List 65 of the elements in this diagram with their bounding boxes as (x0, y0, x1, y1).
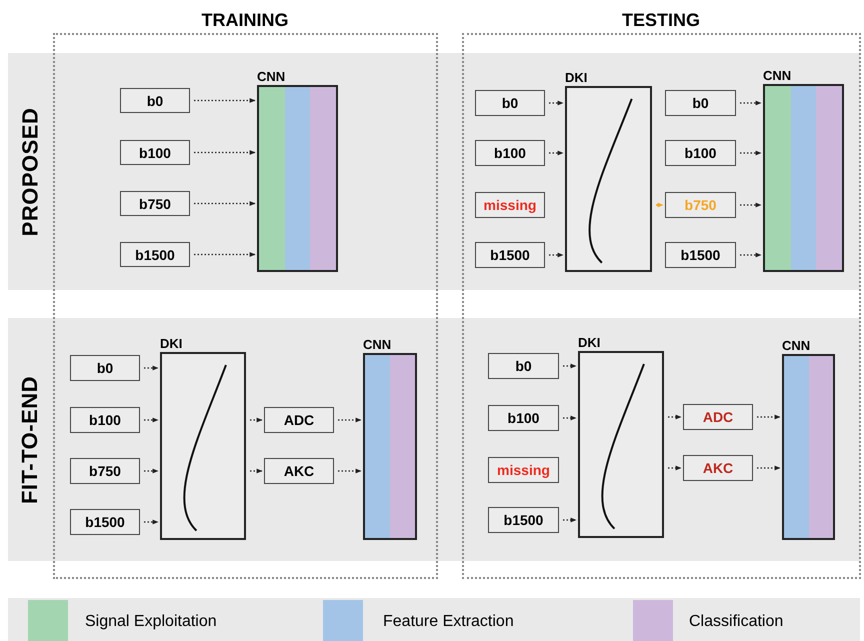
column-heading: TESTING (622, 9, 700, 31)
arrow (549, 150, 564, 156)
arrow (250, 418, 263, 422)
block-label: CNN (782, 338, 810, 354)
arrow (740, 202, 762, 208)
arrow (740, 252, 762, 258)
arrow (668, 414, 682, 420)
arrow (338, 468, 362, 474)
column-heading: TRAINING (202, 9, 288, 31)
input-box: ADC (683, 404, 753, 430)
input-box: b100 (70, 407, 140, 433)
input-box: ADC (264, 407, 334, 433)
arrow (549, 100, 564, 106)
arrow (144, 418, 159, 422)
input-box: b750 (70, 458, 140, 484)
row-label: FIT-TO-END (17, 376, 44, 504)
input-box: b100 (488, 405, 559, 431)
arrow (757, 414, 781, 420)
row-label: PROPOSED (16, 108, 43, 236)
block-label: CNN (363, 337, 392, 353)
arrow (740, 150, 762, 156)
arrow (194, 201, 256, 206)
arrow (144, 366, 159, 370)
input-box: b0 (488, 353, 559, 379)
block-label: CNN (257, 69, 286, 85)
arrow (194, 98, 256, 103)
input-box: b100 (665, 140, 736, 166)
arrow (194, 150, 256, 155)
input-box: b1500 (665, 242, 736, 268)
input-box: b0 (665, 90, 736, 116)
input-box: b100 (475, 140, 545, 166)
input-box: AKC (264, 458, 334, 484)
block-label: CNN (763, 68, 792, 84)
arrow (194, 252, 256, 257)
input-box: b750 (665, 192, 736, 218)
arrow (563, 518, 577, 522)
arrow (549, 252, 564, 258)
block-label: DKI (565, 70, 588, 86)
arrow (668, 466, 682, 470)
input-box: b1500 (70, 509, 140, 535)
arrow (740, 100, 762, 106)
input-box: missing (475, 192, 545, 218)
input-box: AKC (683, 455, 753, 481)
input-box: b750 (120, 191, 190, 216)
arrow (563, 364, 577, 368)
input-box: b100 (120, 140, 190, 165)
arrow (144, 468, 159, 474)
legend-label: Feature Extraction (383, 612, 514, 632)
arrow (757, 466, 781, 470)
legend-label: Signal Exploitation (85, 612, 217, 632)
input-box: b0 (120, 88, 190, 113)
arrow (563, 416, 577, 420)
arrow (250, 468, 263, 474)
input-box: b0 (70, 355, 140, 381)
input-box: b1500 (475, 242, 545, 268)
input-box: b1500 (120, 242, 190, 267)
input-box: b0 (475, 90, 545, 116)
arrow (656, 202, 664, 208)
input-box: missing (488, 457, 559, 483)
arrow (144, 520, 159, 524)
block-label: DKI (578, 335, 600, 351)
arrow (338, 418, 362, 422)
input-box: b1500 (488, 507, 559, 533)
legend-label: Classification (689, 612, 784, 632)
block-label: DKI (160, 336, 182, 352)
